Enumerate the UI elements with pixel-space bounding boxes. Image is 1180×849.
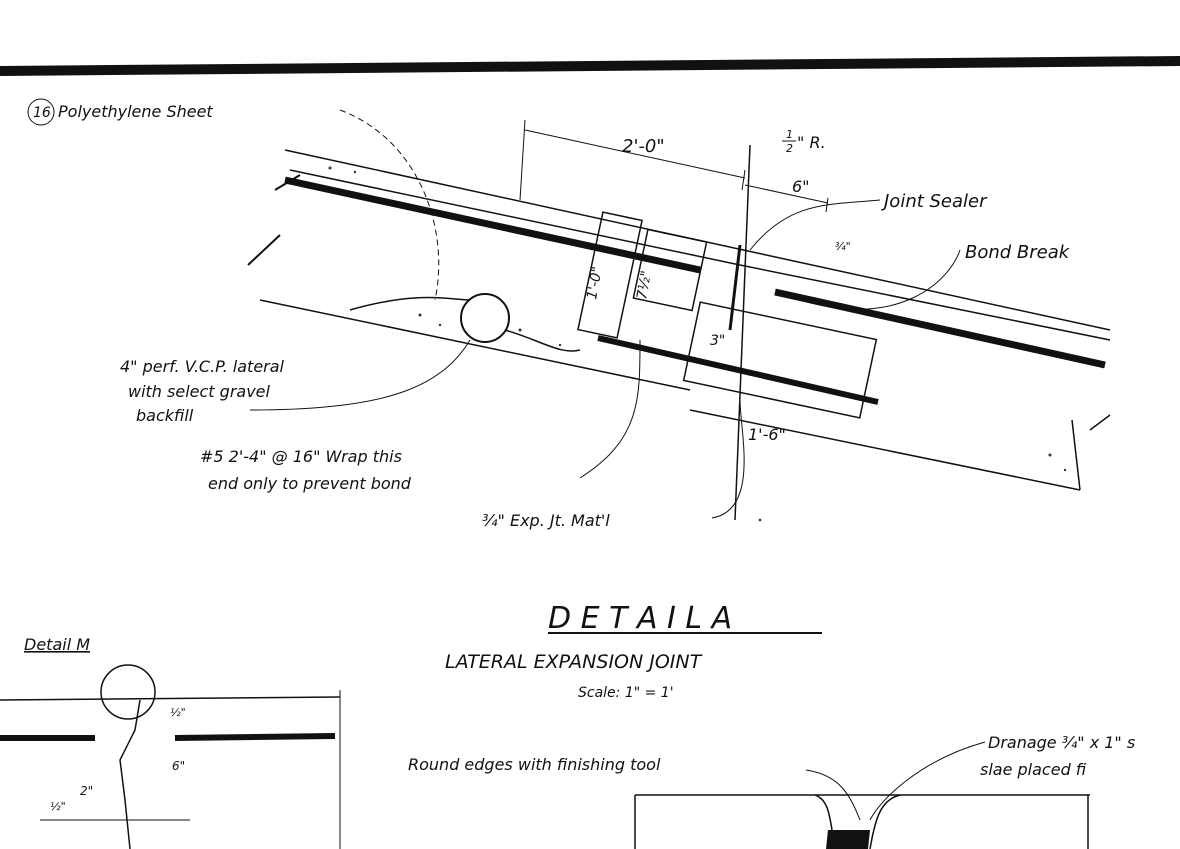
- note-16-bubble: [27, 98, 55, 126]
- polyethylene-label: Polyethylene Sheet: [58, 102, 213, 121]
- bottom-joint-drawing: [634, 741, 1090, 849]
- detail-m-drawing: [0, 664, 341, 849]
- dim-7-5: 7½": [634, 269, 655, 300]
- dim-1-6: 1'-6": [748, 425, 786, 444]
- dim-6: 6": [792, 177, 810, 196]
- dim-small: ¾": [835, 240, 851, 253]
- dim-3: 3": [710, 333, 725, 349]
- detail-title: D E T A I L A: [548, 601, 732, 636]
- radius-den: 2: [786, 142, 793, 155]
- dranage-note-line2: slae placed fi: [980, 760, 1087, 779]
- bar-note-line2: end only to prevent bond: [208, 474, 412, 493]
- dranage-note-line1: Dranage ¾" x 1" s: [988, 733, 1135, 752]
- vcp-note-line2: with select gravel: [128, 382, 271, 401]
- vcp-note-line3: backfill: [136, 406, 194, 425]
- dim-1-0: 1'-0": [584, 265, 606, 300]
- detail-m-label: Detail M: [24, 635, 90, 654]
- detail-subtitle: LATERAL EXPANSION JOINT: [445, 651, 703, 673]
- dim-m4: ½": [50, 800, 66, 813]
- joint-sealer-label: Joint Sealer: [881, 191, 988, 212]
- vcp-note-line1: 4" perf. V.C.P. lateral: [120, 357, 285, 376]
- dim-m3: 2": [80, 784, 93, 798]
- radius-num: 1: [786, 128, 793, 141]
- detail-scale: Scale: 1" = 1': [578, 685, 674, 701]
- radius-r: " R.: [797, 133, 826, 152]
- bar-note-line1: #5 2'-4" @ 16" Wrap this: [200, 447, 402, 466]
- detail-a-drawing: [247, 109, 1111, 522]
- bond-break-label: Bond Break: [965, 242, 1071, 263]
- note-16: 16: [33, 105, 51, 121]
- dim-m2: 6": [172, 759, 185, 773]
- exp-mat-note: ¾" Exp. Jt. Mat'l: [482, 511, 610, 530]
- dim-2-0: 2'-0": [622, 136, 665, 157]
- top-border-line: [0, 56, 1180, 76]
- round-edges-note: Round edges with finishing tool: [408, 755, 661, 774]
- dim-m1: ½": [170, 706, 186, 719]
